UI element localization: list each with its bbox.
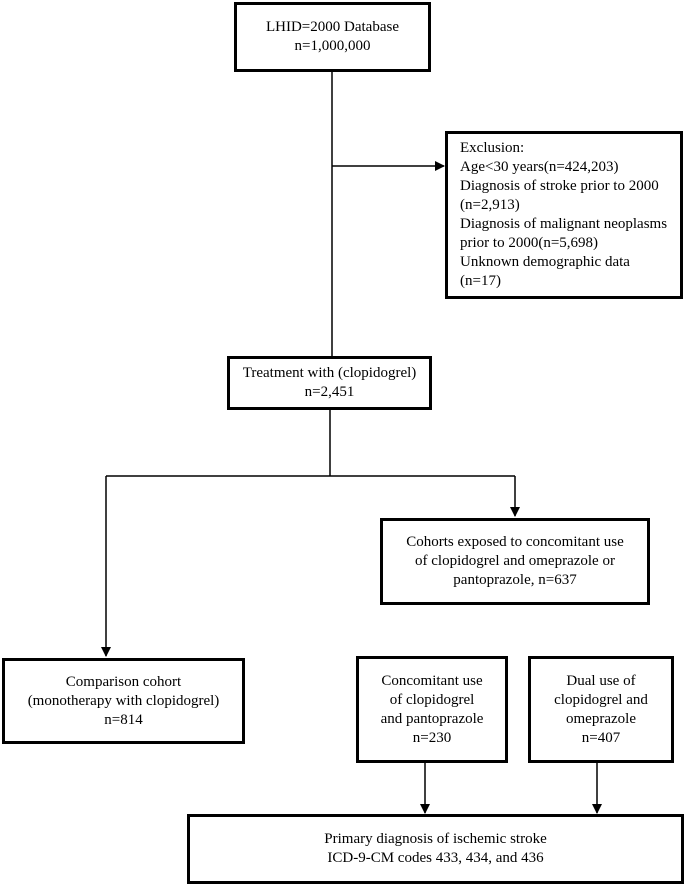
- exclusion-node-line-2: Age<30 years(n=424,203): [460, 159, 619, 175]
- comparison-cohort-node-line-3: n=814: [104, 711, 143, 728]
- omeprazole-node-line-2: clopidogrel and: [554, 691, 648, 708]
- pantoprazole-node-line-3: and pantoprazole: [380, 710, 484, 727]
- omeprazole-node-line-4: n=407: [581, 729, 621, 746]
- exclusion-node: Exclusion: Age<30 years(n=424,203) Diagn…: [445, 131, 683, 299]
- exclusion-node-line-6: prior to 2000(n=5,698): [460, 235, 599, 251]
- treatment-node-line-1: Treatment with (clopidogrel): [242, 365, 417, 381]
- pantoprazole-node-line-1: Concomitant use: [381, 672, 483, 689]
- cohorts-exposed-node-line-3: pantoprazole, n=637: [453, 572, 577, 588]
- pantoprazole-node-line-2: of clopidogrel: [389, 691, 475, 708]
- exclusion-node-line-7: Unknown demographic data: [460, 254, 630, 270]
- database-node-line-2: n=1,000,000: [294, 38, 371, 54]
- omeprazole-node-line-1: Dual use of: [566, 672, 636, 689]
- exclusion-node-line-5: Diagnosis of malignant neoplasms: [460, 216, 668, 232]
- outcome-node-line-1: Primary diagnosis of ischemic stroke: [324, 831, 547, 847]
- comparison-cohort-node-line-2: (monotherapy with clopidogrel): [27, 692, 220, 709]
- exclusion-node-line-8: (n=17): [460, 273, 501, 289]
- omeprazole-node: Dual use of clopidogrel and omeprazole n…: [528, 656, 674, 763]
- comparison-cohort-node-line-1: Comparison cohort: [65, 673, 182, 690]
- exclusion-node-line-4: (n=2,913): [460, 197, 520, 213]
- treatment-node: Treatment with (clopidogrel) n=2,451: [227, 356, 432, 410]
- database-node-line-1: LHID=2000 Database: [265, 19, 399, 35]
- exclusion-node-line-1: Exclusion:: [460, 140, 525, 156]
- outcome-node-line-2: ICD-9-CM codes 433, 434, and 436: [327, 850, 544, 866]
- cohorts-exposed-node-line-2: of clopidogrel and omeprazole or: [415, 553, 615, 569]
- pantoprazole-node: Concomitant use of clopidogrel and panto…: [356, 656, 508, 763]
- exclusion-node-line-3: Diagnosis of stroke prior to 2000: [460, 178, 659, 194]
- pantoprazole-node-line-4: n=230: [412, 729, 452, 746]
- treatment-node-line-2: n=2,451: [304, 384, 355, 400]
- cohorts-exposed-node: Cohorts exposed to concomitant use of cl…: [380, 518, 650, 605]
- omeprazole-node-line-3: omeprazole: [566, 710, 636, 727]
- cohorts-exposed-node-line-1: Cohorts exposed to concomitant use: [406, 534, 624, 550]
- database-node: LHID=2000 Database n=1,000,000: [234, 2, 431, 72]
- comparison-cohort-node: Comparison cohort (monotherapy with clop…: [2, 658, 245, 744]
- ischemic-stroke-outcome-node: Primary diagnosis of ischemic stroke ICD…: [187, 814, 684, 884]
